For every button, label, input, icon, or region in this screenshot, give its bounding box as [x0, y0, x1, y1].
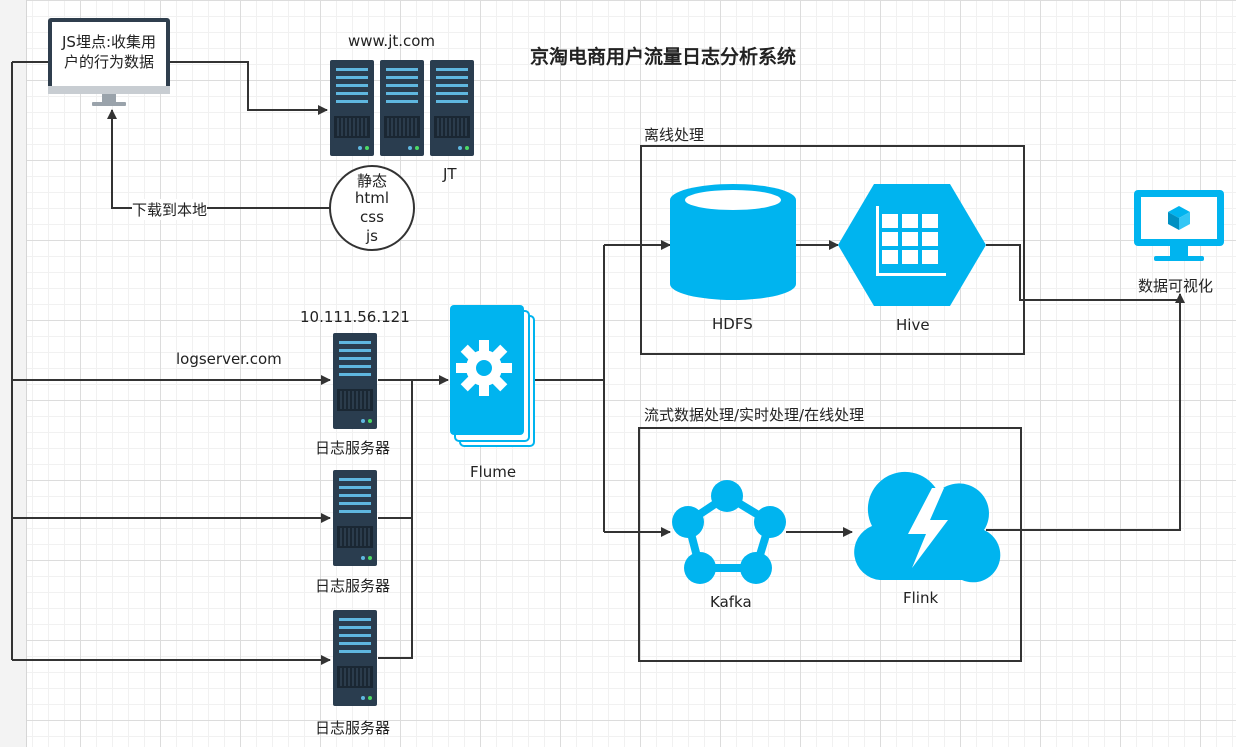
website-domain: www.jt.com: [348, 32, 436, 50]
log-server-ip: 10.111.56.121: [300, 308, 410, 326]
web-server-icon: [329, 59, 475, 157]
kafka-label: Kafka: [710, 593, 752, 611]
monitor-icon: [48, 18, 170, 106]
page-title: 京淘电商用户流量日志分析系统: [530, 46, 797, 68]
client-text-line1: JS埋点:收集用: [62, 33, 156, 51]
static-text-line3: css: [360, 208, 384, 226]
hdfs-icon: [670, 184, 796, 300]
kafka-icon: [672, 480, 786, 584]
hdfs-label: HDFS: [712, 315, 753, 333]
log-server-label: 日志服务器: [315, 577, 391, 595]
download-label: 下载到本地: [132, 199, 208, 220]
log-server-icon: [332, 332, 378, 430]
website-label: JT: [443, 165, 457, 183]
flume-icon: [450, 305, 535, 447]
stream-processing-box: [638, 427, 1022, 662]
offline-processing-box: [640, 145, 1025, 355]
flink-icon: [854, 471, 1001, 583]
log-server-icon: [332, 469, 378, 567]
flink-label: Flink: [903, 589, 939, 607]
static-text-line2: html: [354, 189, 390, 207]
visualization-icon: [1134, 190, 1224, 261]
stream-box-label: 流式数据处理/实时处理/在线处理: [644, 406, 865, 424]
offline-box-label: 离线处理: [644, 126, 705, 144]
static-text-line1: 静态: [356, 172, 387, 190]
static-text-line4: js: [366, 227, 378, 245]
log-server-domain: logserver.com: [176, 350, 282, 368]
static-resources-circle: [329, 165, 415, 251]
connector-lines: [11, 61, 1185, 665]
client-text-line2: 户的行为数据: [63, 53, 154, 71]
log-server-icon: [332, 609, 378, 707]
log-server-label: 日志服务器: [315, 719, 391, 737]
visualization-label: 数据可视化: [1138, 277, 1214, 295]
log-server-label: 日志服务器: [315, 439, 391, 457]
hive-icon: [838, 184, 986, 306]
flume-label: Flume: [470, 463, 517, 481]
canvas-left-strip: [0, 0, 27, 747]
hive-label: Hive: [896, 316, 930, 334]
